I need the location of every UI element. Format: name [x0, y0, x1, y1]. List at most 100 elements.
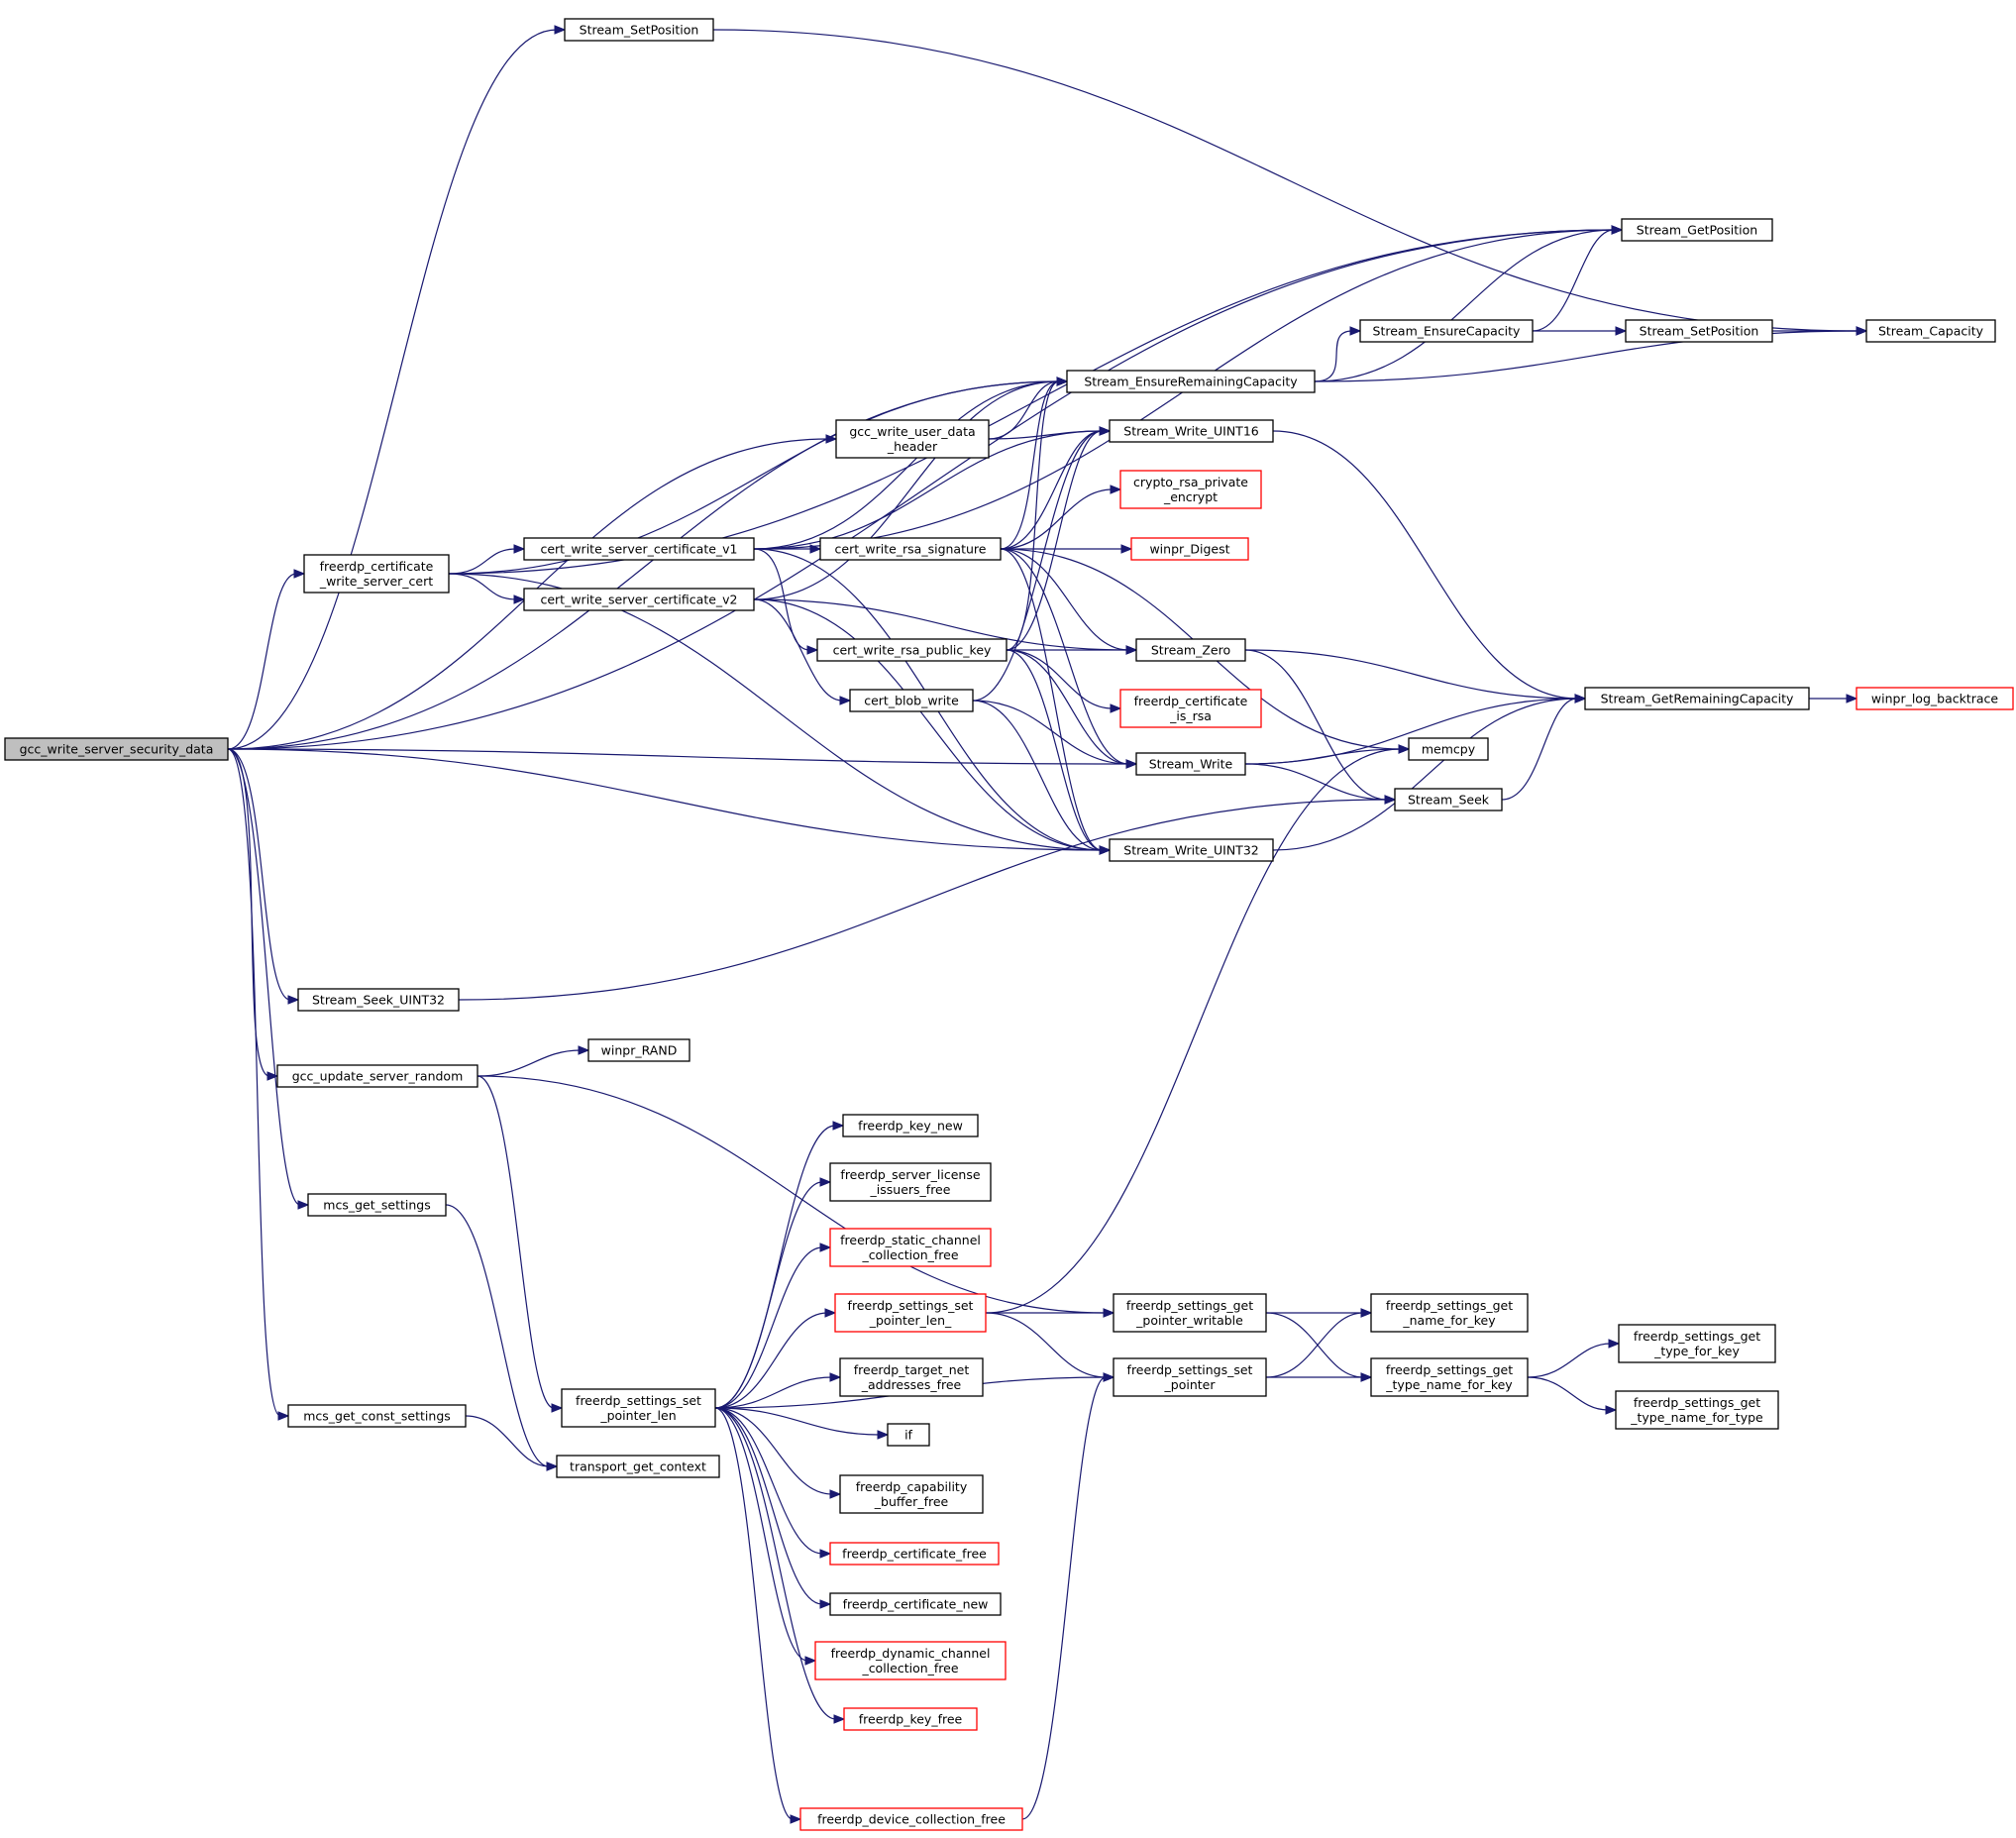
node-cert-write-server-certificate-v1[interactable]: cert_write_server_certificate_v1: [523, 537, 755, 561]
node-box: [556, 1455, 720, 1478]
node-stream-seek-uint32[interactable]: Stream_Seek_UINT32: [297, 988, 460, 1012]
edge-stream_setposition_b-to-stream_capacity: [1772, 326, 1868, 336]
node-label: memcpy: [1422, 742, 1476, 757]
edge-cert_write_rsa_public_key-to-stream_zero: [1007, 645, 1138, 655]
node-label: freerdp_settings_get: [1126, 1298, 1253, 1313]
node-freerdp-settings-set-pointer-len-[interactable]: freerdp_settings_set_pointer_len_: [834, 1293, 987, 1333]
node-stream-capacity[interactable]: Stream_Capacity: [1865, 319, 1996, 343]
node-gcc-write-server-security-data[interactable]: gcc_write_server_security_data: [4, 737, 229, 761]
node-label: _addresses_free: [861, 1377, 962, 1392]
node-cert-blob-write[interactable]: cert_blob_write: [849, 689, 974, 712]
node-freerdp-settings-get-type-for-key[interactable]: freerdp_settings_get_type_for_key: [1618, 1324, 1776, 1363]
node-label: _write_server_cert: [319, 574, 433, 589]
node-freerdp-settings-get-type-name-for-key[interactable]: freerdp_settings_get_type_name_for_key: [1370, 1357, 1529, 1397]
node-label: Stream_Seek_UINT32: [312, 993, 445, 1008]
edge-cert_write_rsa_public_key-to-stream_write_uint16: [1006, 426, 1112, 651]
node-label: _pointer_writable: [1135, 1313, 1243, 1328]
node-stream-getremainingcapacity[interactable]: Stream_GetRemainingCapacity: [1584, 687, 1810, 710]
edge-stream_write_uint32-to-stream_getremainingcapacity: [1272, 694, 1587, 851]
edge-gcc_write_server_security_data-to-stream_write_uint32: [227, 748, 1112, 855]
node-stream-getposition[interactable]: Stream_GetPosition: [1621, 218, 1773, 242]
node-label: freerdp_certificate: [320, 559, 434, 574]
edge-stream_ensurecapacity-to-stream_getposition: [1532, 225, 1624, 332]
node-label: freerdp_capability: [856, 1479, 968, 1494]
node-freerdp-dynamic-channel-collection-free[interactable]: freerdp_dynamic_channel_collection_free: [814, 1641, 1007, 1680]
node-freerdp-certificate-free[interactable]: freerdp_certificate_free: [829, 1542, 1000, 1566]
node-label: _issuers_free: [870, 1182, 951, 1197]
node-freerdp-key-new[interactable]: freerdp_key_new: [842, 1114, 979, 1137]
node-freerdp-settings-get-pointer-writable[interactable]: freerdp_settings_get_pointer_writable: [1113, 1293, 1267, 1333]
node-freerdp-device-collection-free[interactable]: freerdp_device_collection_free: [799, 1807, 1023, 1831]
node-label: Stream_Seek: [1408, 793, 1490, 808]
edge-gcc_write_server_security_data-to-gcc_update_server_random: [227, 748, 279, 1081]
node-box: [849, 689, 974, 712]
node-cert-write-rsa-public-key[interactable]: cert_write_rsa_public_key: [816, 638, 1008, 662]
node-box: [799, 1807, 1023, 1831]
node-freerdp-static-channel-collection-free[interactable]: freerdp_static_channel_collection_free: [829, 1228, 992, 1267]
node-freerdp-settings-set-pointer-len[interactable]: freerdp_settings_set_pointer_len: [561, 1388, 716, 1428]
node-freerdp-certificate-is-rsa[interactable]: freerdp_certificate_is_rsa: [1119, 689, 1262, 728]
node-crypto-rsa-private-encrypt[interactable]: crypto_rsa_private_encrypt: [1119, 470, 1262, 509]
edge-gcc_write_server_security_data-to-mcs_get_settings: [227, 748, 310, 1210]
node-mcs-get-settings[interactable]: mcs_get_settings: [307, 1193, 447, 1217]
node-freerdp-certificate-write-server-cert[interactable]: freerdp_certificate_write_server_cert: [303, 554, 450, 594]
node-stream-setposition-b[interactable]: Stream_SetPosition: [1625, 319, 1773, 343]
edge-freerdp_device_collection_free-to-freerdp_settings_set_pointer: [1021, 1372, 1115, 1820]
edge-gcc_write_user_data_header-to-stream_ensureremainingcapacity: [988, 377, 1069, 440]
node-freerdp-settings-set-pointer[interactable]: freerdp_settings_set_pointer: [1113, 1357, 1267, 1397]
node-label: Stream_EnsureCapacity: [1373, 324, 1522, 339]
edge-gcc_write_server_security_data-to-freerdp_certificate_write_server_cert: [227, 569, 306, 750]
node-box: [1625, 319, 1773, 343]
node-stream-setposition-a[interactable]: Stream_SetPosition: [564, 18, 714, 42]
edge-freerdp_certificate_write_server_cert-to-stream_write_uint32: [448, 573, 1112, 855]
node-if[interactable]: if: [887, 1423, 930, 1447]
node-cert-write-rsa-signature[interactable]: cert_write_rsa_signature: [819, 537, 1002, 561]
node-freerdp-settings-get-type-name-for-type[interactable]: freerdp_settings_get_type_name_for_type: [1615, 1390, 1779, 1430]
node-memcpy[interactable]: memcpy: [1408, 737, 1489, 761]
node-layer: gcc_write_server_security_data Stream_Set…: [4, 18, 2014, 1831]
edge-cert_write_rsa_signature-to-stream_write: [1000, 548, 1138, 769]
node-stream-ensureremainingcapacity[interactable]: Stream_EnsureRemainingCapacity: [1066, 370, 1316, 393]
node-box: [1109, 419, 1274, 443]
node-freerdp-key-free[interactable]: freerdp_key_free: [843, 1707, 978, 1731]
node-stream-write-uint16[interactable]: Stream_Write_UINT16: [1109, 419, 1274, 443]
node-box: [1584, 687, 1810, 710]
node-stream-seek[interactable]: Stream_Seek: [1394, 788, 1503, 811]
node-label: freerdp_key_new: [858, 1119, 963, 1134]
node-transport-get-context[interactable]: transport_get_context: [556, 1455, 720, 1478]
node-box: [1618, 1324, 1776, 1363]
node-label: freerdp_settings_set: [848, 1298, 974, 1313]
node-box: [523, 588, 755, 611]
edge-stream_ensureremainingcapacity-to-stream_ensurecapacity: [1314, 326, 1362, 382]
node-gcc-write-user-data-header[interactable]: gcc_write_user_data_header: [835, 419, 990, 459]
node-winpr-rand[interactable]: winpr_RAND: [587, 1038, 690, 1062]
edge-cert_write_rsa_public_key-to-freerdp_certificate_is_rsa: [1006, 649, 1122, 713]
edge-freerdp_settings_set_pointer_len-to-freerdp_capability_buffer_free: [714, 1407, 842, 1499]
node-freerdp-target-net-addresses-free[interactable]: freerdp_target_net_addresses_free: [839, 1357, 984, 1397]
node-cert-write-server-certificate-v2[interactable]: cert_write_server_certificate_v2: [523, 588, 755, 611]
node-winpr-log-backtrace[interactable]: winpr_log_backtrace: [1856, 687, 2014, 710]
edge-freerdp_settings_get_pointer_writable-to-freerdp_settings_get_type_name_for_key: [1265, 1312, 1373, 1382]
node-box: [1408, 737, 1489, 761]
node-label: _encrypt: [1163, 489, 1218, 504]
node-box: [816, 638, 1008, 662]
node-box: [1119, 689, 1262, 728]
node-winpr-digest[interactable]: winpr_Digest: [1130, 537, 1249, 561]
node-freerdp-certificate-new[interactable]: freerdp_certificate_new: [829, 1592, 1002, 1616]
node-freerdp-capability-buffer-free[interactable]: freerdp_capability_buffer_free: [839, 1474, 984, 1514]
node-box: [561, 1388, 716, 1428]
edge-cert_blob_write-to-stream_write: [972, 700, 1138, 769]
node-mcs-get-const-settings[interactable]: mcs_get_const_settings: [287, 1404, 467, 1428]
node-stream-zero[interactable]: Stream_Zero: [1135, 638, 1246, 662]
node-freerdp-settings-get-name-for-key[interactable]: freerdp_settings_get_name_for_key: [1370, 1293, 1529, 1333]
edge-stream_write-to-stream_seek: [1244, 763, 1397, 805]
node-box: [829, 1542, 1000, 1566]
node-label: _type_for_key: [1653, 1344, 1740, 1358]
node-box: [1621, 218, 1773, 242]
node-stream-ensurecapacity[interactable]: Stream_EnsureCapacity: [1359, 319, 1534, 343]
node-stream-write[interactable]: Stream_Write: [1135, 752, 1246, 776]
node-gcc-update-server-random[interactable]: gcc_update_server_random: [276, 1064, 478, 1088]
node-freerdp-server-license-issuers-free[interactable]: freerdp_server_license_issuers_free: [829, 1162, 992, 1202]
node-label: Stream_Write_UINT16: [1123, 424, 1259, 439]
node-stream-write-uint32[interactable]: Stream_Write_UINT32: [1109, 838, 1274, 862]
